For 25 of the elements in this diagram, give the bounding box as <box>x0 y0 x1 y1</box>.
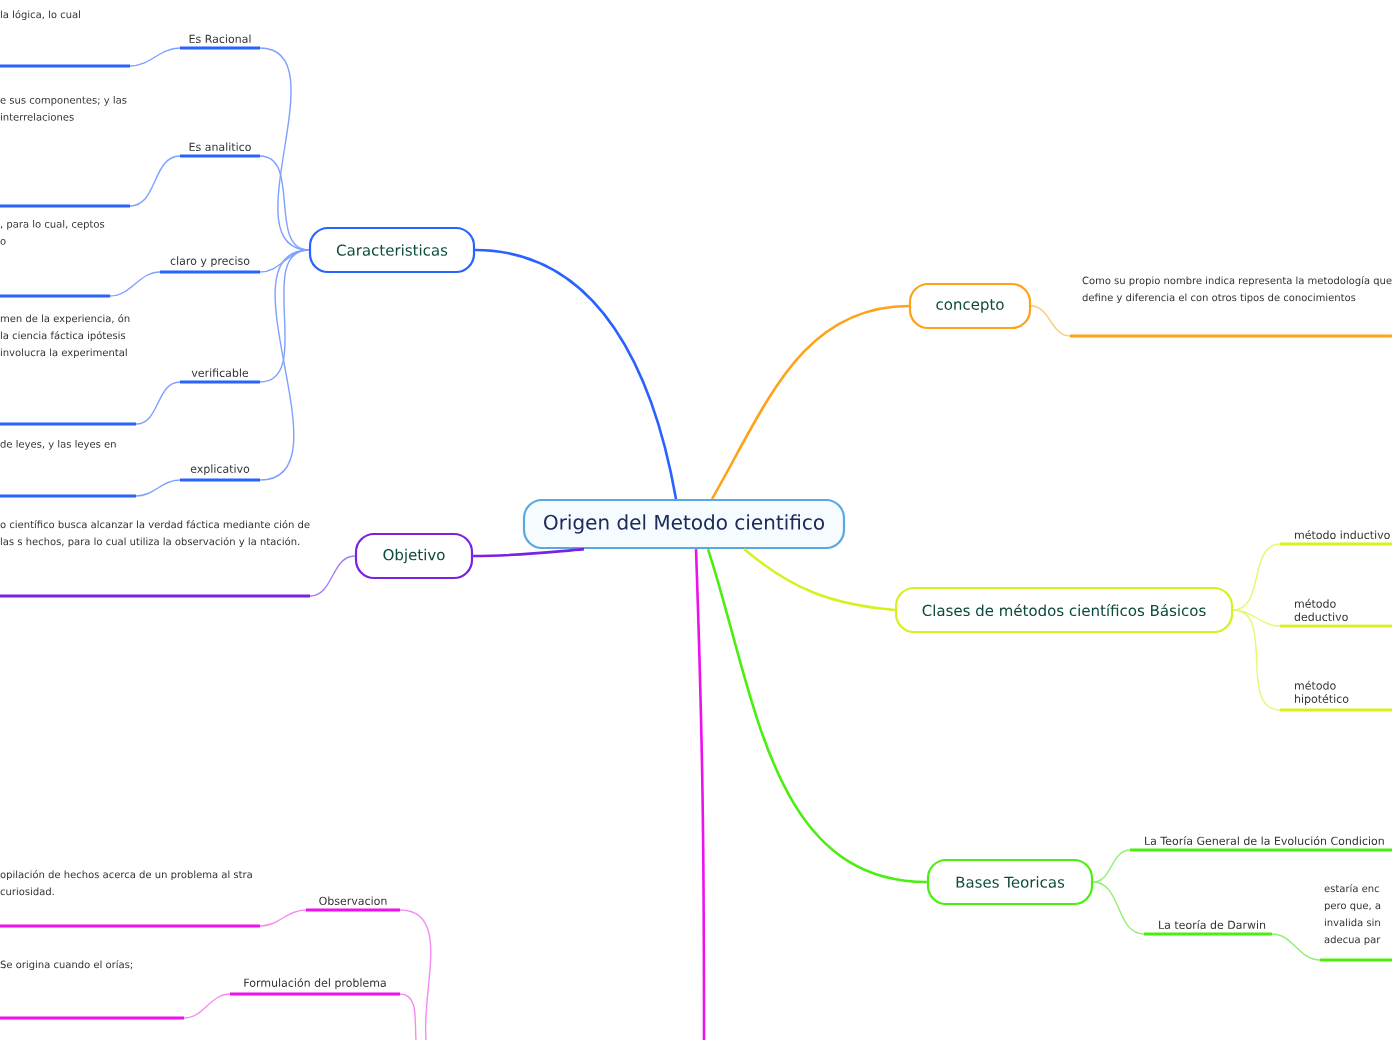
branch-line <box>743 548 896 612</box>
branch-line <box>129 155 181 207</box>
branch-line <box>129 47 181 67</box>
branch-line <box>473 547 585 558</box>
branch-line <box>1232 543 1281 611</box>
branch-line <box>694 549 706 1040</box>
branch-line <box>1092 849 1131 883</box>
branch-line <box>1271 933 1321 961</box>
branch-line <box>259 155 310 251</box>
topic-pill: Origen del Metodo cientifico <box>522 498 846 550</box>
branch-line <box>135 479 181 497</box>
branch-line <box>706 548 928 884</box>
branch-line <box>259 909 307 927</box>
branch-line <box>399 909 432 1040</box>
branch-line <box>183 993 231 1019</box>
branch-line <box>109 271 161 297</box>
branch-line <box>1092 881 1145 935</box>
branch-line <box>1030 305 1071 337</box>
branch-line <box>399 993 417 1040</box>
branch-line <box>710 304 909 500</box>
branch-line <box>309 555 356 597</box>
branch-line <box>1232 609 1281 711</box>
branch-line <box>135 381 181 425</box>
branch-line <box>259 249 310 481</box>
branch-line <box>475 248 678 500</box>
